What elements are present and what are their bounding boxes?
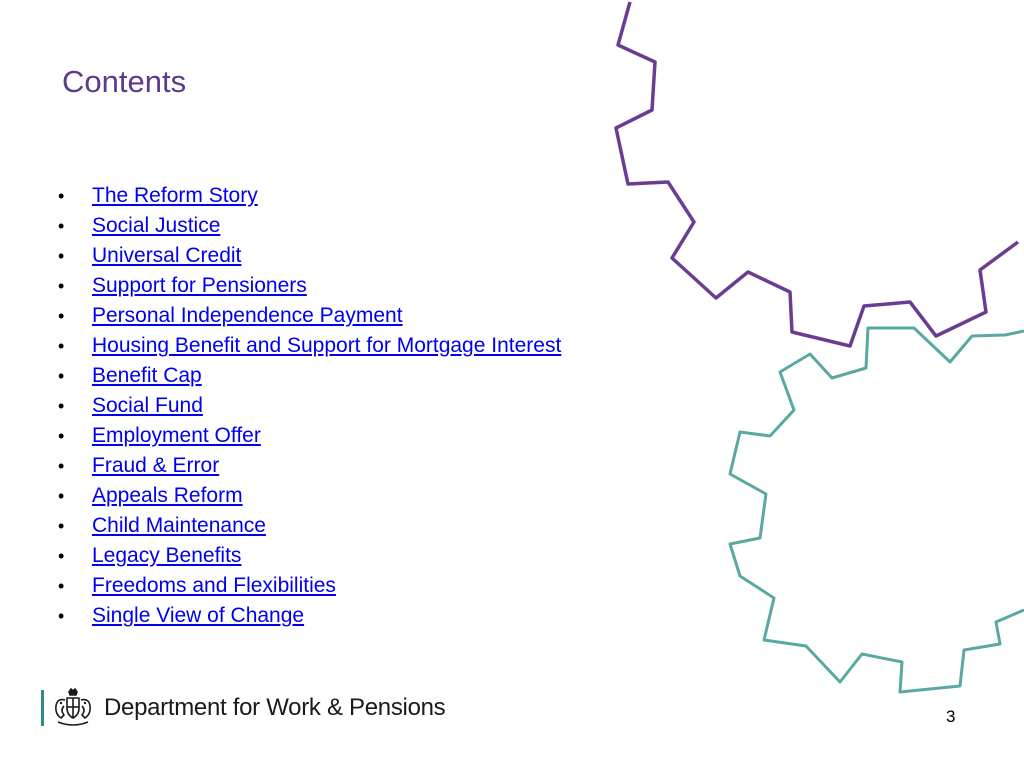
contents-link-support-for-pensioners[interactable]: Support for Pensioners (92, 274, 307, 297)
contents-list: • The Reform Story • Social Justice • Unive… (58, 181, 561, 631)
bullet: • (58, 366, 65, 386)
teal-gear-outline (728, 326, 1024, 694)
bullet: • (58, 246, 65, 266)
list-item: • Benefit Cap (58, 361, 561, 391)
contents-link-child-maintenance[interactable]: Child Maintenance (92, 514, 266, 537)
list-item: • Legacy Benefits (58, 541, 561, 571)
list-item: • Freedoms and Flexibilities (58, 571, 561, 601)
bullet: • (58, 396, 65, 416)
bullet: • (58, 186, 65, 206)
contents-link-universal-credit[interactable]: Universal Credit (92, 244, 242, 267)
department-name: Department for Work & Pensions (104, 694, 446, 721)
bullet: • (58, 516, 65, 536)
bullet: • (58, 546, 65, 566)
contents-link-social-fund[interactable]: Social Fund (92, 394, 203, 417)
page-number: 3 (946, 707, 956, 726)
bullet: • (58, 486, 65, 506)
contents-link-reform-story[interactable]: The Reform Story (92, 184, 258, 207)
slide-title: Contents (62, 64, 187, 99)
contents-link-benefit-cap[interactable]: Benefit Cap (92, 364, 202, 387)
list-item: • The Reform Story (58, 181, 561, 211)
list-item: • Social Justice (58, 211, 561, 241)
bullet: • (58, 576, 65, 596)
list-item: • Child Maintenance (58, 511, 561, 541)
bullet: • (58, 426, 65, 446)
contents-link-social-justice[interactable]: Social Justice (92, 214, 221, 237)
list-item: • Support for Pensioners (58, 271, 561, 301)
contents-link-employment-offer[interactable]: Employment Offer (92, 424, 261, 447)
bullet: • (58, 306, 65, 326)
bullet: • (58, 606, 65, 626)
list-item: • Personal Independence Payment (58, 301, 561, 331)
contents-link-single-view-of-change[interactable]: Single View of Change (92, 604, 305, 627)
contents-link-fraud-error[interactable]: Fraud & Error (92, 454, 220, 477)
bullet: • (58, 276, 65, 296)
contents-link-freedoms-flexibilities[interactable]: Freedoms and Flexibilities (92, 574, 336, 597)
list-item: • Appeals Reform (58, 481, 561, 511)
list-item: • Universal Credit (58, 241, 561, 271)
footer-divider (41, 690, 44, 726)
purple-gear-outline (614, 1, 1020, 348)
royal-coat-of-arms-icon (55, 688, 91, 726)
contents-link-appeals-reform[interactable]: Appeals Reform (92, 484, 243, 507)
list-item: • Employment Offer (58, 421, 561, 451)
list-item: • Single View of Change (58, 601, 561, 631)
contents-link-legacy-benefits[interactable]: Legacy Benefits (92, 544, 242, 567)
list-item: • Fraud & Error (58, 451, 561, 481)
list-item: • Social Fund (58, 391, 561, 421)
contents-link-housing-benefit[interactable]: Housing Benefit and Support for Mortgage… (92, 334, 562, 357)
bullet: • (58, 216, 65, 236)
list-item: • Housing Benefit and Support for Mortgag… (58, 331, 561, 361)
bullet: • (58, 336, 65, 356)
bullet: • (58, 456, 65, 476)
contents-link-personal-independence-payment[interactable]: Personal Independence Payment (92, 304, 403, 327)
